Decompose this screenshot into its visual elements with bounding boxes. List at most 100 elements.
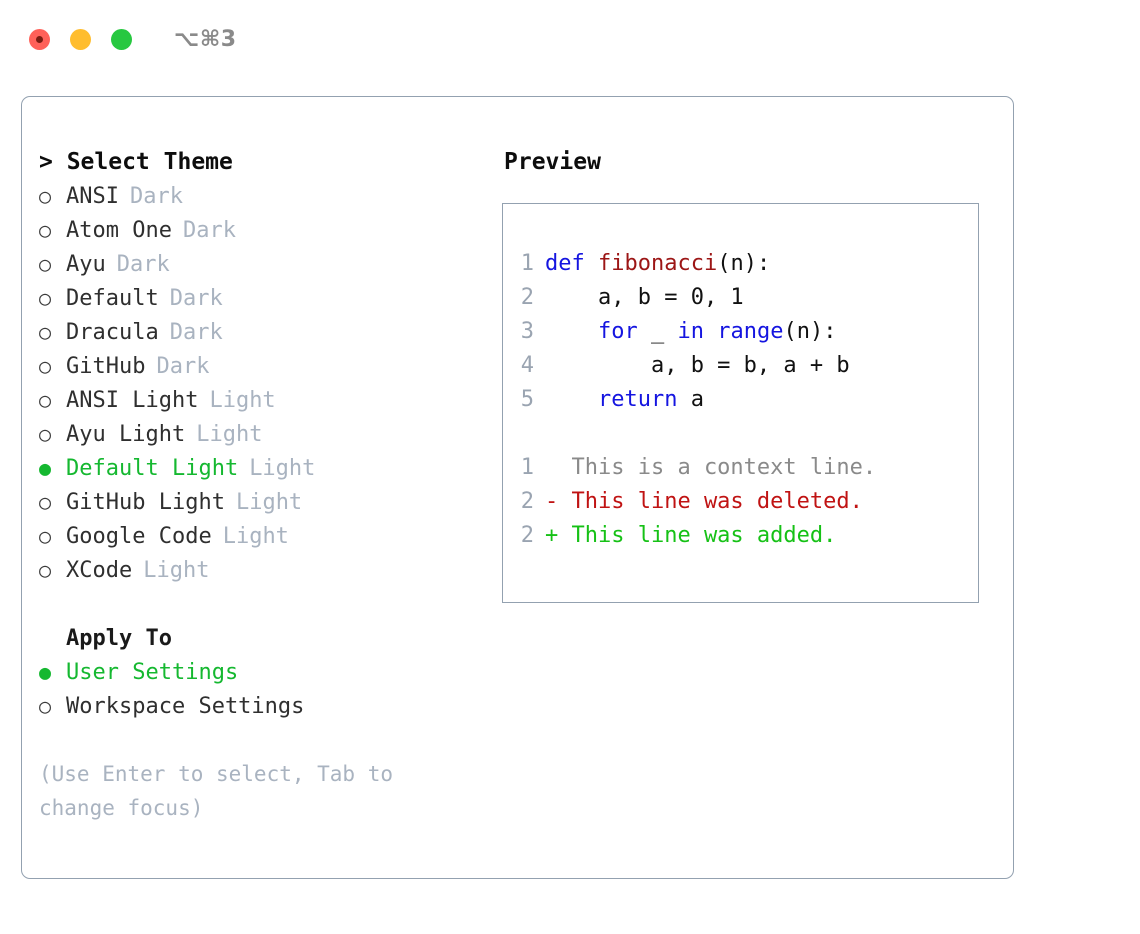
code-token-plain: a, b = b, a + b: [545, 353, 850, 378]
apply-to-option-workspace-settings[interactable]: ○ Workspace Settings: [39, 689, 502, 723]
radio-unselected-icon: ○: [39, 286, 52, 310]
maximize-window-button[interactable]: [111, 28, 132, 50]
radio-unselected-icon: ○: [39, 252, 52, 276]
diff-line-text: This is a context line.: [545, 455, 877, 480]
page-title: > Select Theme: [39, 149, 233, 175]
theme-option-label: ANSI Light: [66, 388, 199, 413]
apply-to-heading: ○ Apply To: [39, 621, 502, 655]
theme-variant-badge: Dark: [169, 286, 223, 311]
code-token-plain: _: [637, 319, 678, 344]
line-number: 1: [520, 251, 534, 276]
radio-unselected-icon: ○: [39, 422, 52, 446]
line-number: 2: [520, 285, 534, 310]
code-line: 1 def fibonacci(n):: [503, 247, 978, 281]
code-line-text: a, b = b, a + b: [545, 349, 850, 383]
theme-option-atom-one[interactable]: ○ Atom One Dark: [39, 213, 502, 247]
theme-variant-badge: Dark: [116, 252, 170, 277]
theme-variant-badge: Dark: [169, 320, 223, 345]
theme-variant-badge: Dark: [182, 218, 236, 243]
code-line: 4 a, b = b, a + b: [503, 349, 978, 383]
theme-option-github[interactable]: ○ GitHub Dark: [39, 349, 502, 383]
theme-option-label: Default: [66, 286, 159, 311]
code-token-plain: a, b = 0, 1: [545, 285, 744, 310]
theme-option-github-light[interactable]: ○ GitHub Light Light: [39, 485, 502, 519]
line-number: 5: [520, 387, 534, 412]
preview-column: Preview 1 def fibonacci(n): 2 a, b = 0, 1 3…: [502, 97, 1013, 878]
code-token-kw: return: [597, 387, 678, 412]
code-line-text: a, b = 0, 1: [545, 281, 744, 315]
code-line: 3 for _ in range(n):: [503, 315, 978, 349]
radio-unselected-icon: ○: [39, 558, 52, 582]
theme-option-ayu-light[interactable]: ○ Ayu Light Light: [39, 417, 502, 451]
apply-to-option-label: Workspace Settings: [66, 694, 305, 719]
heading-marker-placeholder: ○: [39, 621, 66, 655]
theme-variant-badge: Light: [249, 456, 316, 481]
theme-option-google-code[interactable]: ○ Google Code Light: [39, 519, 502, 553]
diff-line-text: - This line was deleted.: [545, 489, 863, 514]
code-token-plain: [545, 319, 598, 344]
code-line-text: return a: [545, 383, 704, 417]
code-token-plain: [545, 387, 598, 412]
theme-option-label: GitHub Light: [66, 490, 225, 515]
apply-to-label: Apply To: [66, 626, 172, 651]
theme-option-label: Dracula: [66, 320, 159, 345]
theme-option-label: GitHub: [66, 354, 146, 379]
diff-line-add: 2 + This line was added.: [503, 519, 978, 553]
diff-line-text: + This line was added.: [545, 523, 837, 548]
code-token-plain: (n):: [717, 251, 771, 276]
code-line: 5 return a: [503, 383, 978, 417]
titlebar: ⌥⌘3: [0, 0, 1140, 78]
keyboard-shortcut-label: ⌥⌘3: [174, 26, 237, 52]
apply-to-option-list[interactable]: ● User Settings ○ Workspace Settings: [39, 655, 502, 723]
radio-unselected-icon: ○: [39, 218, 52, 242]
radio-selected-icon: ●: [39, 456, 52, 480]
radio-unselected-icon: ○: [39, 490, 52, 514]
theme-option-label: Ayu Light: [66, 422, 186, 447]
theme-option-label: Atom One: [66, 218, 172, 243]
diff-line-ctx: 1 This is a context line.: [503, 451, 978, 485]
code-token-kw: def: [545, 251, 598, 276]
radio-selected-icon: ●: [39, 660, 52, 684]
radio-unselected-icon: ○: [39, 320, 52, 344]
code-token-kw: in range: [677, 319, 784, 344]
theme-variant-badge: Dark: [156, 354, 210, 379]
theme-variant-badge: Light: [196, 422, 263, 447]
theme-option-dracula[interactable]: ○ Dracula Dark: [39, 315, 502, 349]
code-diff-separator: [503, 417, 978, 451]
theme-variant-badge: Light: [235, 490, 303, 515]
diff-sample-block: 1 This is a context line. 2 - This line wa…: [503, 451, 978, 553]
apply-to-option-user-settings[interactable]: ● User Settings: [39, 655, 502, 689]
theme-option-label: ANSI: [66, 184, 119, 209]
diff-line-del: 2 - This line was deleted.: [503, 485, 978, 519]
line-number: 2: [520, 489, 534, 514]
radio-unselected-icon: ○: [39, 694, 52, 718]
code-line-text: def fibonacci(n):: [545, 247, 770, 281]
code-token-kw: for: [597, 319, 638, 344]
theme-variant-badge: Dark: [129, 184, 183, 209]
preview-box: 1 def fibonacci(n): 2 a, b = 0, 1 3 for _ i…: [502, 203, 979, 603]
radio-unselected-icon: ○: [39, 354, 52, 378]
line-number: 2: [520, 523, 534, 548]
preview-title: Preview: [504, 149, 601, 175]
theme-option-default[interactable]: ○ Default Dark: [39, 281, 502, 315]
list-spacer: [39, 587, 502, 621]
code-token-fn: fibonacci: [597, 251, 718, 276]
radio-unselected-icon: ○: [39, 524, 52, 548]
code-line-text: for _ in range(n):: [545, 315, 836, 349]
close-window-button[interactable]: [29, 28, 50, 50]
line-number: 4: [520, 353, 534, 378]
apply-to-option-label: User Settings: [66, 660, 239, 685]
traffic-light-buttons: [29, 28, 132, 50]
minimize-window-button[interactable]: [70, 28, 91, 50]
theme-option-label: Google Code: [66, 524, 212, 549]
theme-variant-badge: Light: [222, 524, 289, 549]
